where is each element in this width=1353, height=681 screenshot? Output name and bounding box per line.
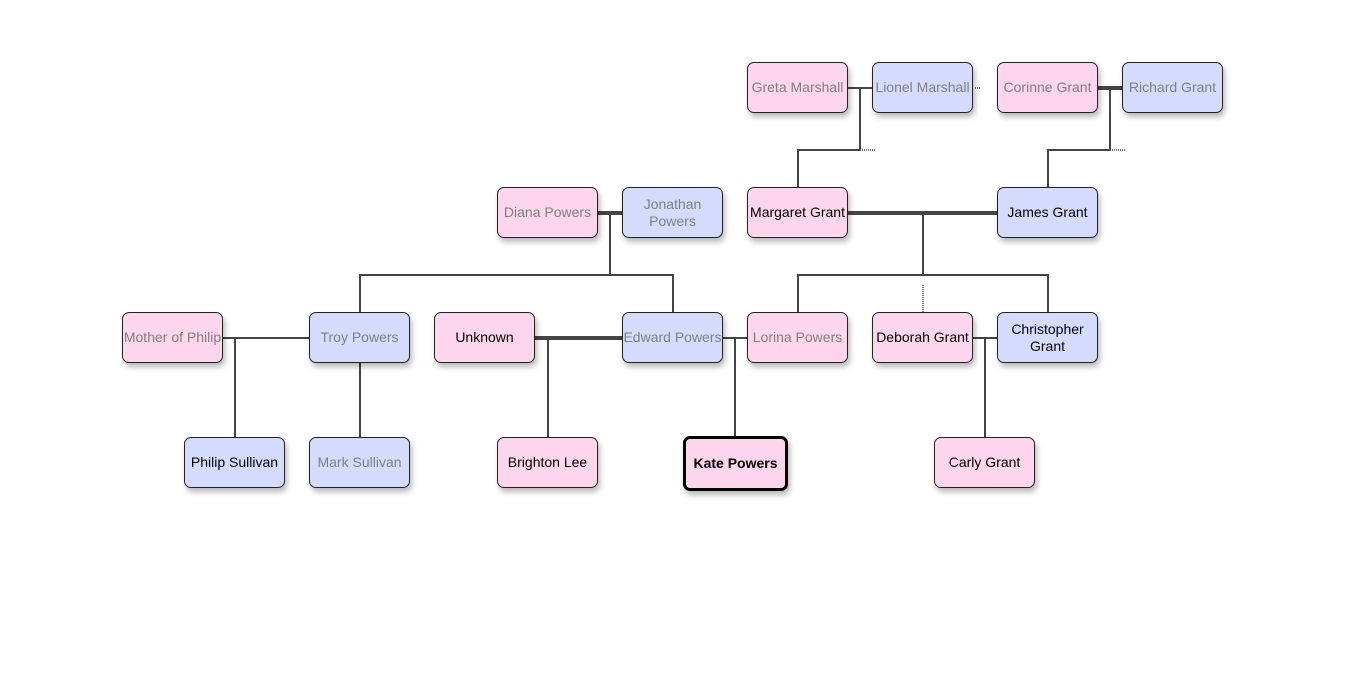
person-name: Deborah Grant	[876, 329, 969, 345]
person-name: Unknown	[455, 329, 514, 345]
person-name: Edward Powers	[623, 329, 722, 345]
person-name: Brighton Lee	[507, 454, 588, 470]
person-margaret-grant[interactable]: Margaret Grant	[747, 187, 848, 238]
person-philip-sullivan[interactable]: Philip Sullivan	[184, 437, 285, 488]
person-name: Lionel Marshall	[875, 79, 970, 95]
person-mother-of-philip[interactable]: Mother of Philip	[122, 312, 223, 363]
person-name: Lorina Powers	[752, 329, 843, 345]
person-troy-powers[interactable]: Troy Powers	[309, 312, 410, 363]
person-jonathan-powers[interactable]: Jonathan Powers	[622, 187, 723, 238]
person-name: Kate Powers	[693, 455, 778, 471]
person-name: Christopher Grant	[1011, 320, 1084, 354]
person-deborah-grant[interactable]: Deborah Grant	[872, 312, 973, 363]
person-mark-sullivan[interactable]: Mark Sullivan	[309, 437, 410, 488]
person-corinne-grant[interactable]: Corinne Grant	[997, 62, 1098, 113]
person-james-grant[interactable]: James Grant	[997, 187, 1098, 238]
person-name: Jonathan Powers	[643, 195, 702, 229]
person-name: Corinne Grant	[1003, 79, 1092, 95]
person-christopher-grant[interactable]: Christopher Grant	[997, 312, 1098, 363]
person-lionel-marshall[interactable]: Lionel Marshall	[872, 62, 973, 113]
person-name: Diana Powers	[503, 204, 592, 220]
person-name: Mother of Philip	[123, 329, 222, 345]
person-name: Mark Sullivan	[317, 454, 402, 470]
person-edward-powers[interactable]: Edward Powers	[622, 312, 723, 363]
person-brighton-lee[interactable]: Brighton Lee	[497, 437, 598, 488]
person-carly-grant[interactable]: Carly Grant	[934, 437, 1035, 488]
person-name: Carly Grant	[948, 454, 1021, 470]
person-name: Troy Powers	[320, 329, 399, 345]
person-name: Richard Grant	[1128, 79, 1217, 95]
person-diana-powers[interactable]: Diana Powers	[497, 187, 598, 238]
person-greta-marshall[interactable]: Greta Marshall	[747, 62, 848, 113]
person-richard-grant[interactable]: Richard Grant	[1122, 62, 1223, 113]
person-name: James Grant	[1007, 204, 1088, 220]
person-name: Philip Sullivan	[190, 454, 279, 470]
person-kate-powers-selected[interactable]: Kate Powers	[683, 436, 788, 491]
person-name: Margaret Grant	[750, 204, 845, 220]
person-unknown[interactable]: Unknown	[434, 312, 535, 363]
person-name: Greta Marshall	[751, 79, 844, 95]
person-lorina-powers[interactable]: Lorina Powers	[747, 312, 848, 363]
